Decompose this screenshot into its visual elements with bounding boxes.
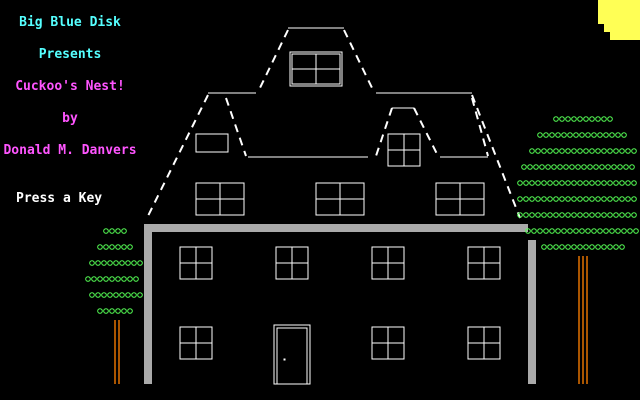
right-dormer-window xyxy=(387,133,421,167)
house-walls xyxy=(144,224,536,384)
roof-outline xyxy=(145,27,521,221)
lower-windows xyxy=(179,246,501,360)
attic-window xyxy=(289,51,343,87)
left-tree xyxy=(85,228,143,314)
moon-icon xyxy=(598,0,640,40)
author-name: Donald M. Danvers xyxy=(3,143,137,158)
press-key-prompt: Press a Key xyxy=(16,191,103,206)
front-door xyxy=(273,324,311,385)
left-dormer-window xyxy=(195,133,229,153)
right-tree xyxy=(517,116,639,250)
right-tree-trunk xyxy=(578,256,588,384)
game-title: Cuckoo's Nest! xyxy=(15,79,125,94)
publisher-title: Big Blue Disk xyxy=(19,15,121,30)
left-tree-trunk xyxy=(114,320,116,384)
upper-row-windows xyxy=(195,182,485,216)
by-text: by xyxy=(62,111,78,126)
presents-text: Presents xyxy=(38,47,102,62)
